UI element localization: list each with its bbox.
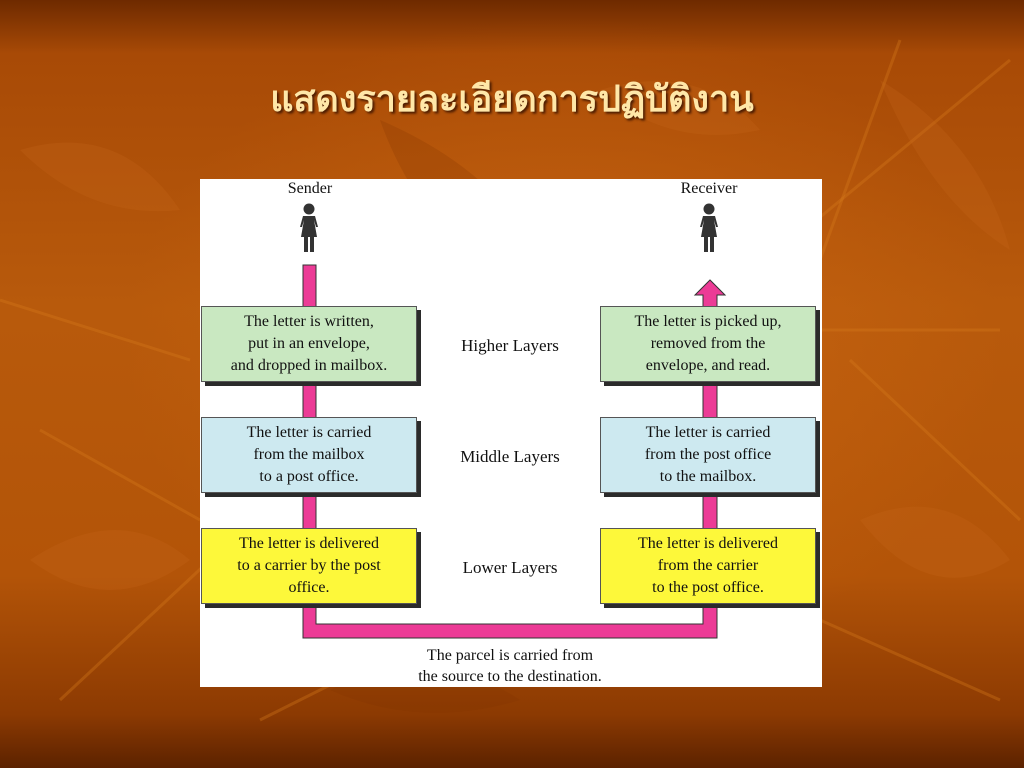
person-icon xyxy=(300,203,318,252)
middle-layers-label: Middle Layers xyxy=(460,447,560,466)
sender-middle-layer-box: The letter is carried from the mailbox t… xyxy=(201,417,417,493)
lower-layers-label: Lower Layers xyxy=(462,558,558,577)
person-icon xyxy=(700,203,718,252)
receiver-label: Receiver xyxy=(680,180,738,197)
receiver-middle-layer-box: The letter is carried from the post offi… xyxy=(600,417,816,493)
slide-title: แสดงรายละเอียดการปฏิบัติงาน xyxy=(270,78,754,120)
parcel-caption: The parcel is carried from the source to… xyxy=(418,647,602,685)
receiver-lower-layer-box: The letter is delivered from the carrier… xyxy=(600,528,816,604)
sender-lower-layer-box: The letter is delivered to a carrier by … xyxy=(201,528,417,604)
sender-higher-layer-box: The letter is written, put in an envelop… xyxy=(201,306,417,382)
sender-label: Sender xyxy=(287,180,333,197)
postal-layers-diagram: Sender Receiver The letter is written, p… xyxy=(200,179,822,687)
receiver-higher-layer-box: The letter is picked up, removed from th… xyxy=(600,306,816,382)
higher-layers-label: Higher Layers xyxy=(461,336,559,355)
